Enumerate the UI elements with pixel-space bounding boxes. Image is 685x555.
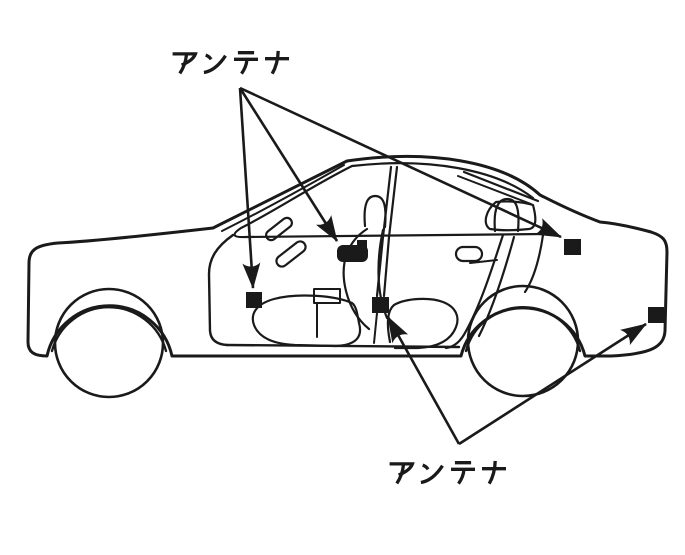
front-wheel-arch-inner: [50, 306, 168, 353]
rear-seat-cushion: [386, 297, 459, 350]
antenna-marker-rear-bumper: [648, 307, 664, 323]
antenna-marker-center-dash: [337, 245, 368, 262]
front-seat-back: [342, 227, 371, 331]
beltline-and-a-pillar-inner: [233, 162, 545, 239]
quarter-window: [484, 200, 537, 232]
rear-seat-back-inner: [477, 235, 516, 338]
b-pillar-right: [382, 165, 399, 298]
rear-window-edge-inner: [457, 175, 532, 205]
rear-window-edge: [462, 170, 540, 203]
front-door-handle: [265, 216, 293, 242]
antenna-marker-center-dash-nub: [357, 240, 367, 248]
rear-wheel: [466, 284, 580, 398]
rear-wheel-arch-inner: [464, 306, 582, 353]
rear-headrest: [493, 197, 520, 233]
rear-quarter-seam: [523, 233, 545, 294]
rear-door-handle: [454, 245, 484, 263]
arrow-bottom-to-under-floor: [386, 316, 461, 445]
antenna-label-top: アンテナ: [169, 47, 293, 77]
arrow-top-to-front-door: [238, 87, 261, 289]
front-door-seam: [207, 233, 235, 347]
arrow-bottom-to-rear-bumper: [458, 322, 647, 446]
steering-column-shape: [275, 240, 307, 268]
front-headrest: [363, 194, 387, 229]
b-pillar-lower: [373, 312, 378, 344]
antenna-label-top-glyphs: [169, 47, 293, 77]
center-console-box: [313, 288, 341, 338]
front-seat-cushion: [251, 294, 362, 348]
arrow-top-to-center-dash: [238, 87, 339, 242]
antenna-marker-front-door: [246, 292, 262, 308]
antenna-label-bottom: アンテナ: [386, 457, 510, 487]
rear-door-handle-line: [469, 259, 498, 264]
a-pillar-second-line: [221, 164, 345, 232]
antenna-marker-under-rear-floor: [372, 297, 389, 313]
antenna-marker-rear-shelf: [564, 239, 581, 255]
antenna-label-bottom-glyphs: [386, 457, 510, 487]
arrow-top-to-rear-shelf: [239, 86, 562, 239]
rear-seat-back: [444, 233, 505, 350]
